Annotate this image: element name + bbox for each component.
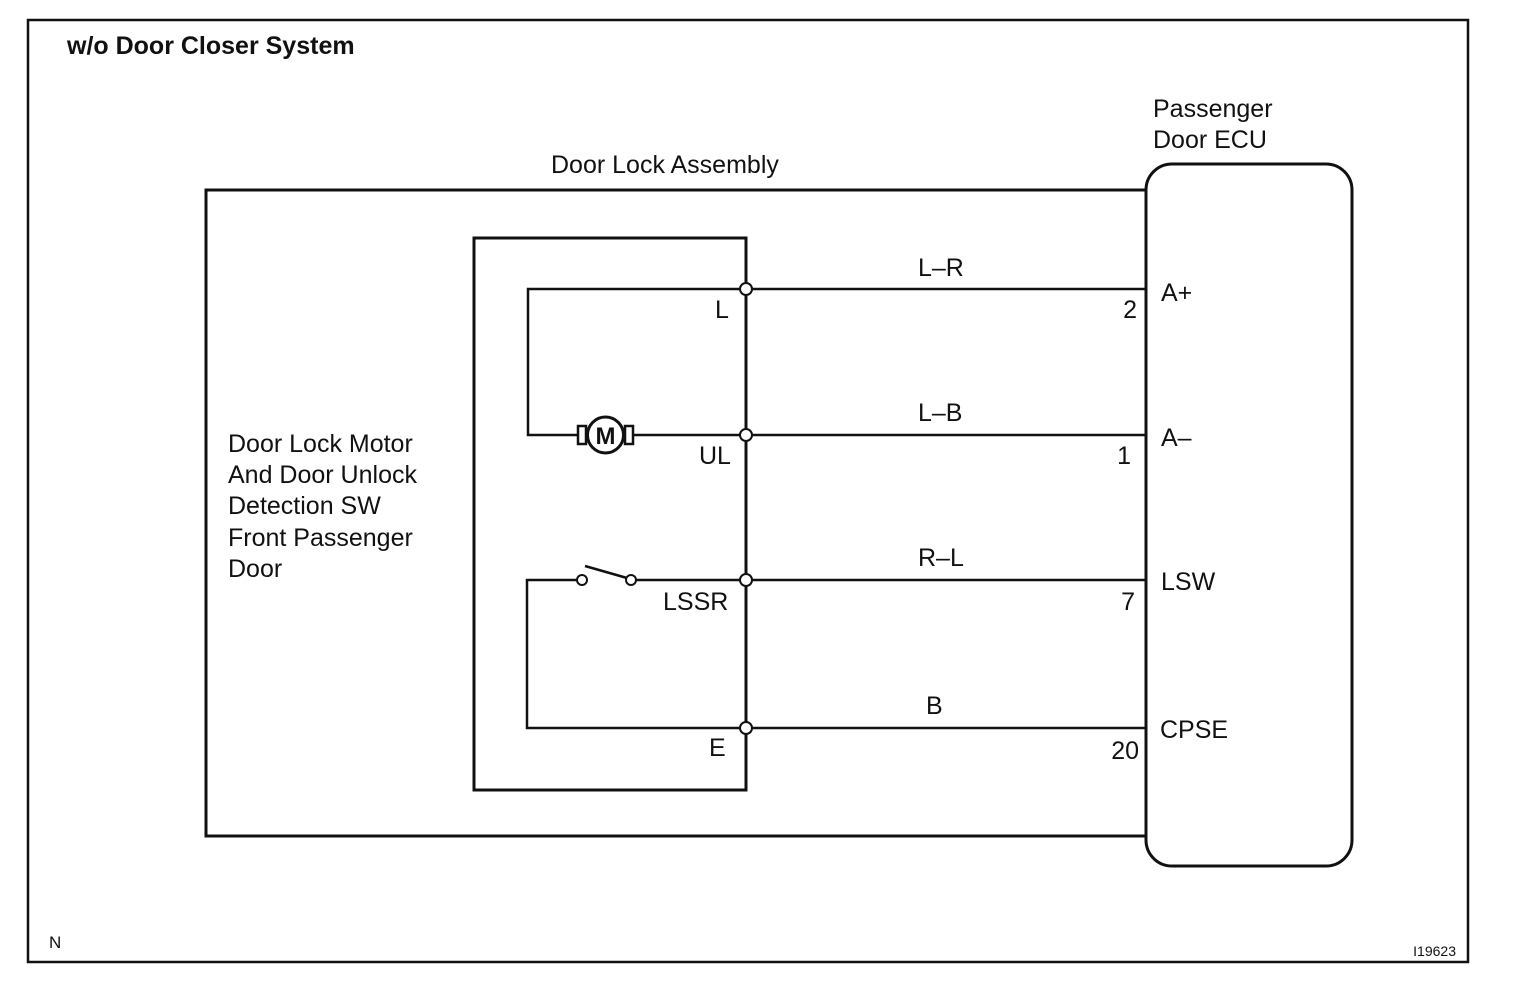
ecu-label-line: Passenger bbox=[1153, 95, 1273, 123]
wire-color-label: B bbox=[926, 692, 943, 720]
motor-switch-component-box bbox=[472, 236, 748, 792]
terminal-dot-icon bbox=[739, 428, 753, 442]
wire-color-label: L–R bbox=[918, 254, 964, 282]
ecu-pin-name: CPSE bbox=[1160, 716, 1228, 744]
outer-frame bbox=[26, 18, 1470, 964]
passenger-door-ecu-box bbox=[1144, 162, 1354, 868]
pin-number: 20 bbox=[1111, 737, 1139, 765]
ecu-pin-name: A– bbox=[1161, 424, 1192, 452]
description-line: Detection SW bbox=[228, 492, 381, 520]
motor-symbol-label: M bbox=[596, 423, 616, 450]
description-line: Door bbox=[228, 555, 282, 583]
terminal-label-e: E bbox=[709, 734, 726, 762]
pin-number: 2 bbox=[1123, 296, 1137, 324]
pin-number: 7 bbox=[1121, 588, 1135, 616]
motor-loop-wire bbox=[526, 287, 746, 437]
ecu-pin-name: A+ bbox=[1161, 279, 1192, 307]
description-line: And Door Unlock bbox=[228, 461, 417, 489]
door-lock-motor-description: Door Lock Motor And Door Unlock Detectio… bbox=[228, 430, 417, 583]
door-lock-assembly-label: Door Lock Assembly bbox=[551, 151, 779, 179]
terminal-label-lssr: LSSR bbox=[663, 588, 728, 616]
motor-icon: M bbox=[576, 415, 635, 455]
door-lock-assembly-box bbox=[204, 188, 1146, 838]
terminal-dot-icon bbox=[739, 721, 753, 735]
figure-id: I19623 bbox=[1413, 943, 1456, 959]
corner-mark: N bbox=[49, 933, 61, 952]
terminal-label-ul: UL bbox=[699, 442, 731, 470]
pin-number: 1 bbox=[1117, 442, 1131, 470]
terminal-dot-icon bbox=[739, 573, 753, 587]
switch-icon bbox=[576, 564, 637, 586]
terminal-dot-icon bbox=[739, 282, 753, 296]
description-line: Door Lock Motor bbox=[228, 430, 413, 458]
switch-loop-wire bbox=[525, 578, 746, 730]
terminal-label-l: L bbox=[715, 296, 729, 324]
wire-color-label: L–B bbox=[918, 399, 962, 427]
ecu-pin-name: LSW bbox=[1161, 568, 1216, 596]
description-line: Front Passenger bbox=[228, 524, 413, 552]
diagram-title: w/o Door Closer System bbox=[66, 32, 355, 60]
wire-color-label: R–L bbox=[918, 544, 964, 572]
ecu-label-line: Door ECU bbox=[1153, 126, 1267, 154]
